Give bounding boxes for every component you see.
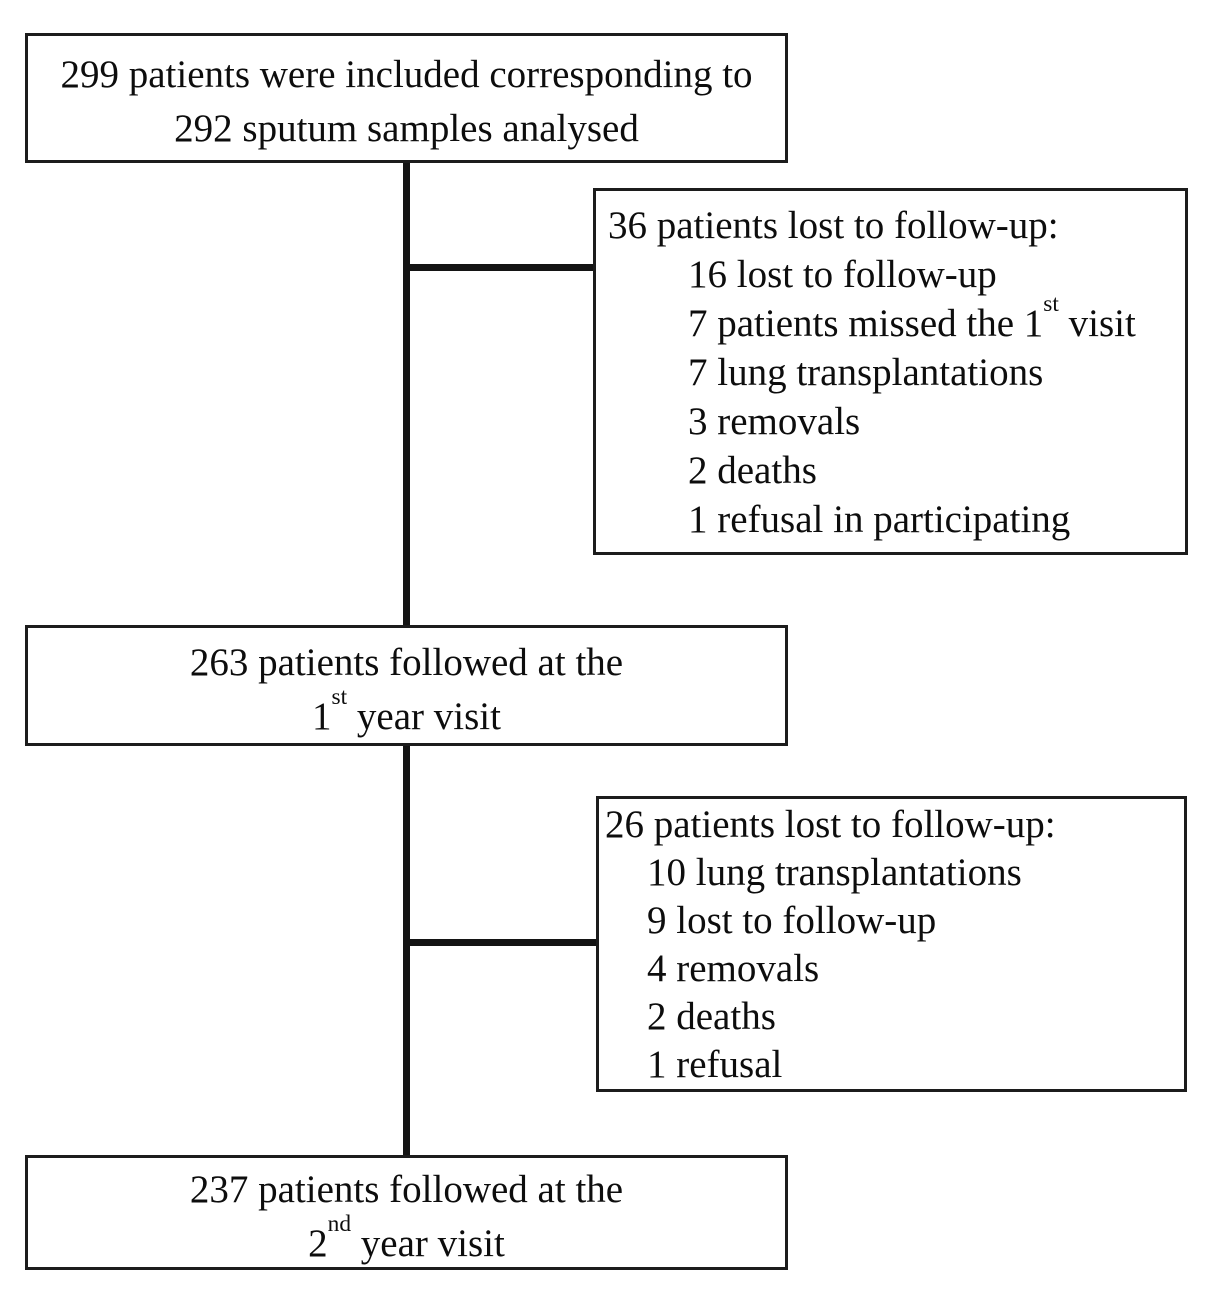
box-line: 237 patients followed at the — [189, 1167, 624, 1211]
exclusion-header: 26 patients lost to follow-up: — [605, 803, 1056, 846]
connector-vertical-top — [403, 162, 410, 626]
exclusion-item: 3 removals — [688, 400, 861, 443]
exclusion-item: 10 lung transplantations — [647, 851, 1022, 894]
box-line: 299 patients were included corresponding… — [60, 53, 753, 96]
connector-branch-second-exclusion — [405, 939, 597, 946]
connector-branch-first-exclusion — [405, 264, 595, 271]
ordinal-superscript: nd — [327, 1210, 352, 1237]
exclusion-item: 1 refusal — [647, 1043, 783, 1086]
exclusion-header: 36 patients lost to follow-up: — [608, 204, 1059, 247]
box-line: 1st year visit — [312, 683, 501, 738]
exclusion-item: 7 lung transplantations — [688, 351, 1044, 394]
box-excluded-first-year: 36 patients lost to follow-up: 16 lost t… — [593, 188, 1188, 555]
exclusion-item: 7 patients missed the 1st visit — [688, 291, 1136, 345]
ordinal-superscript: st — [331, 683, 348, 710]
exclusion-item: 9 lost to follow-up — [647, 899, 937, 942]
exclusion-item: 4 removals — [647, 947, 820, 990]
connector-vertical-bottom — [403, 745, 410, 1156]
box-line: 2nd year visit — [308, 1210, 505, 1265]
box-included-patients: 299 patients were included corresponding… — [25, 33, 788, 163]
exclusion-item: 2 deaths — [688, 449, 817, 492]
ordinal-superscript: st — [1043, 291, 1059, 318]
box-excluded-second-year: 26 patients lost to follow-up: 10 lung t… — [596, 796, 1187, 1092]
box-second-year-visit: 237 patients followed at the 2nd year vi… — [25, 1155, 788, 1270]
exclusion-item: 16 lost to follow-up — [688, 253, 997, 296]
exclusion-item: 1 refusal in participating — [688, 498, 1071, 541]
exclusion-item: 2 deaths — [647, 995, 776, 1038]
box-first-year-visit: 263 patients followed at the 1st year vi… — [25, 625, 788, 746]
box-line: 292 sputum samples analysed — [174, 107, 639, 150]
box-line: 263 patients followed at the — [189, 640, 624, 684]
